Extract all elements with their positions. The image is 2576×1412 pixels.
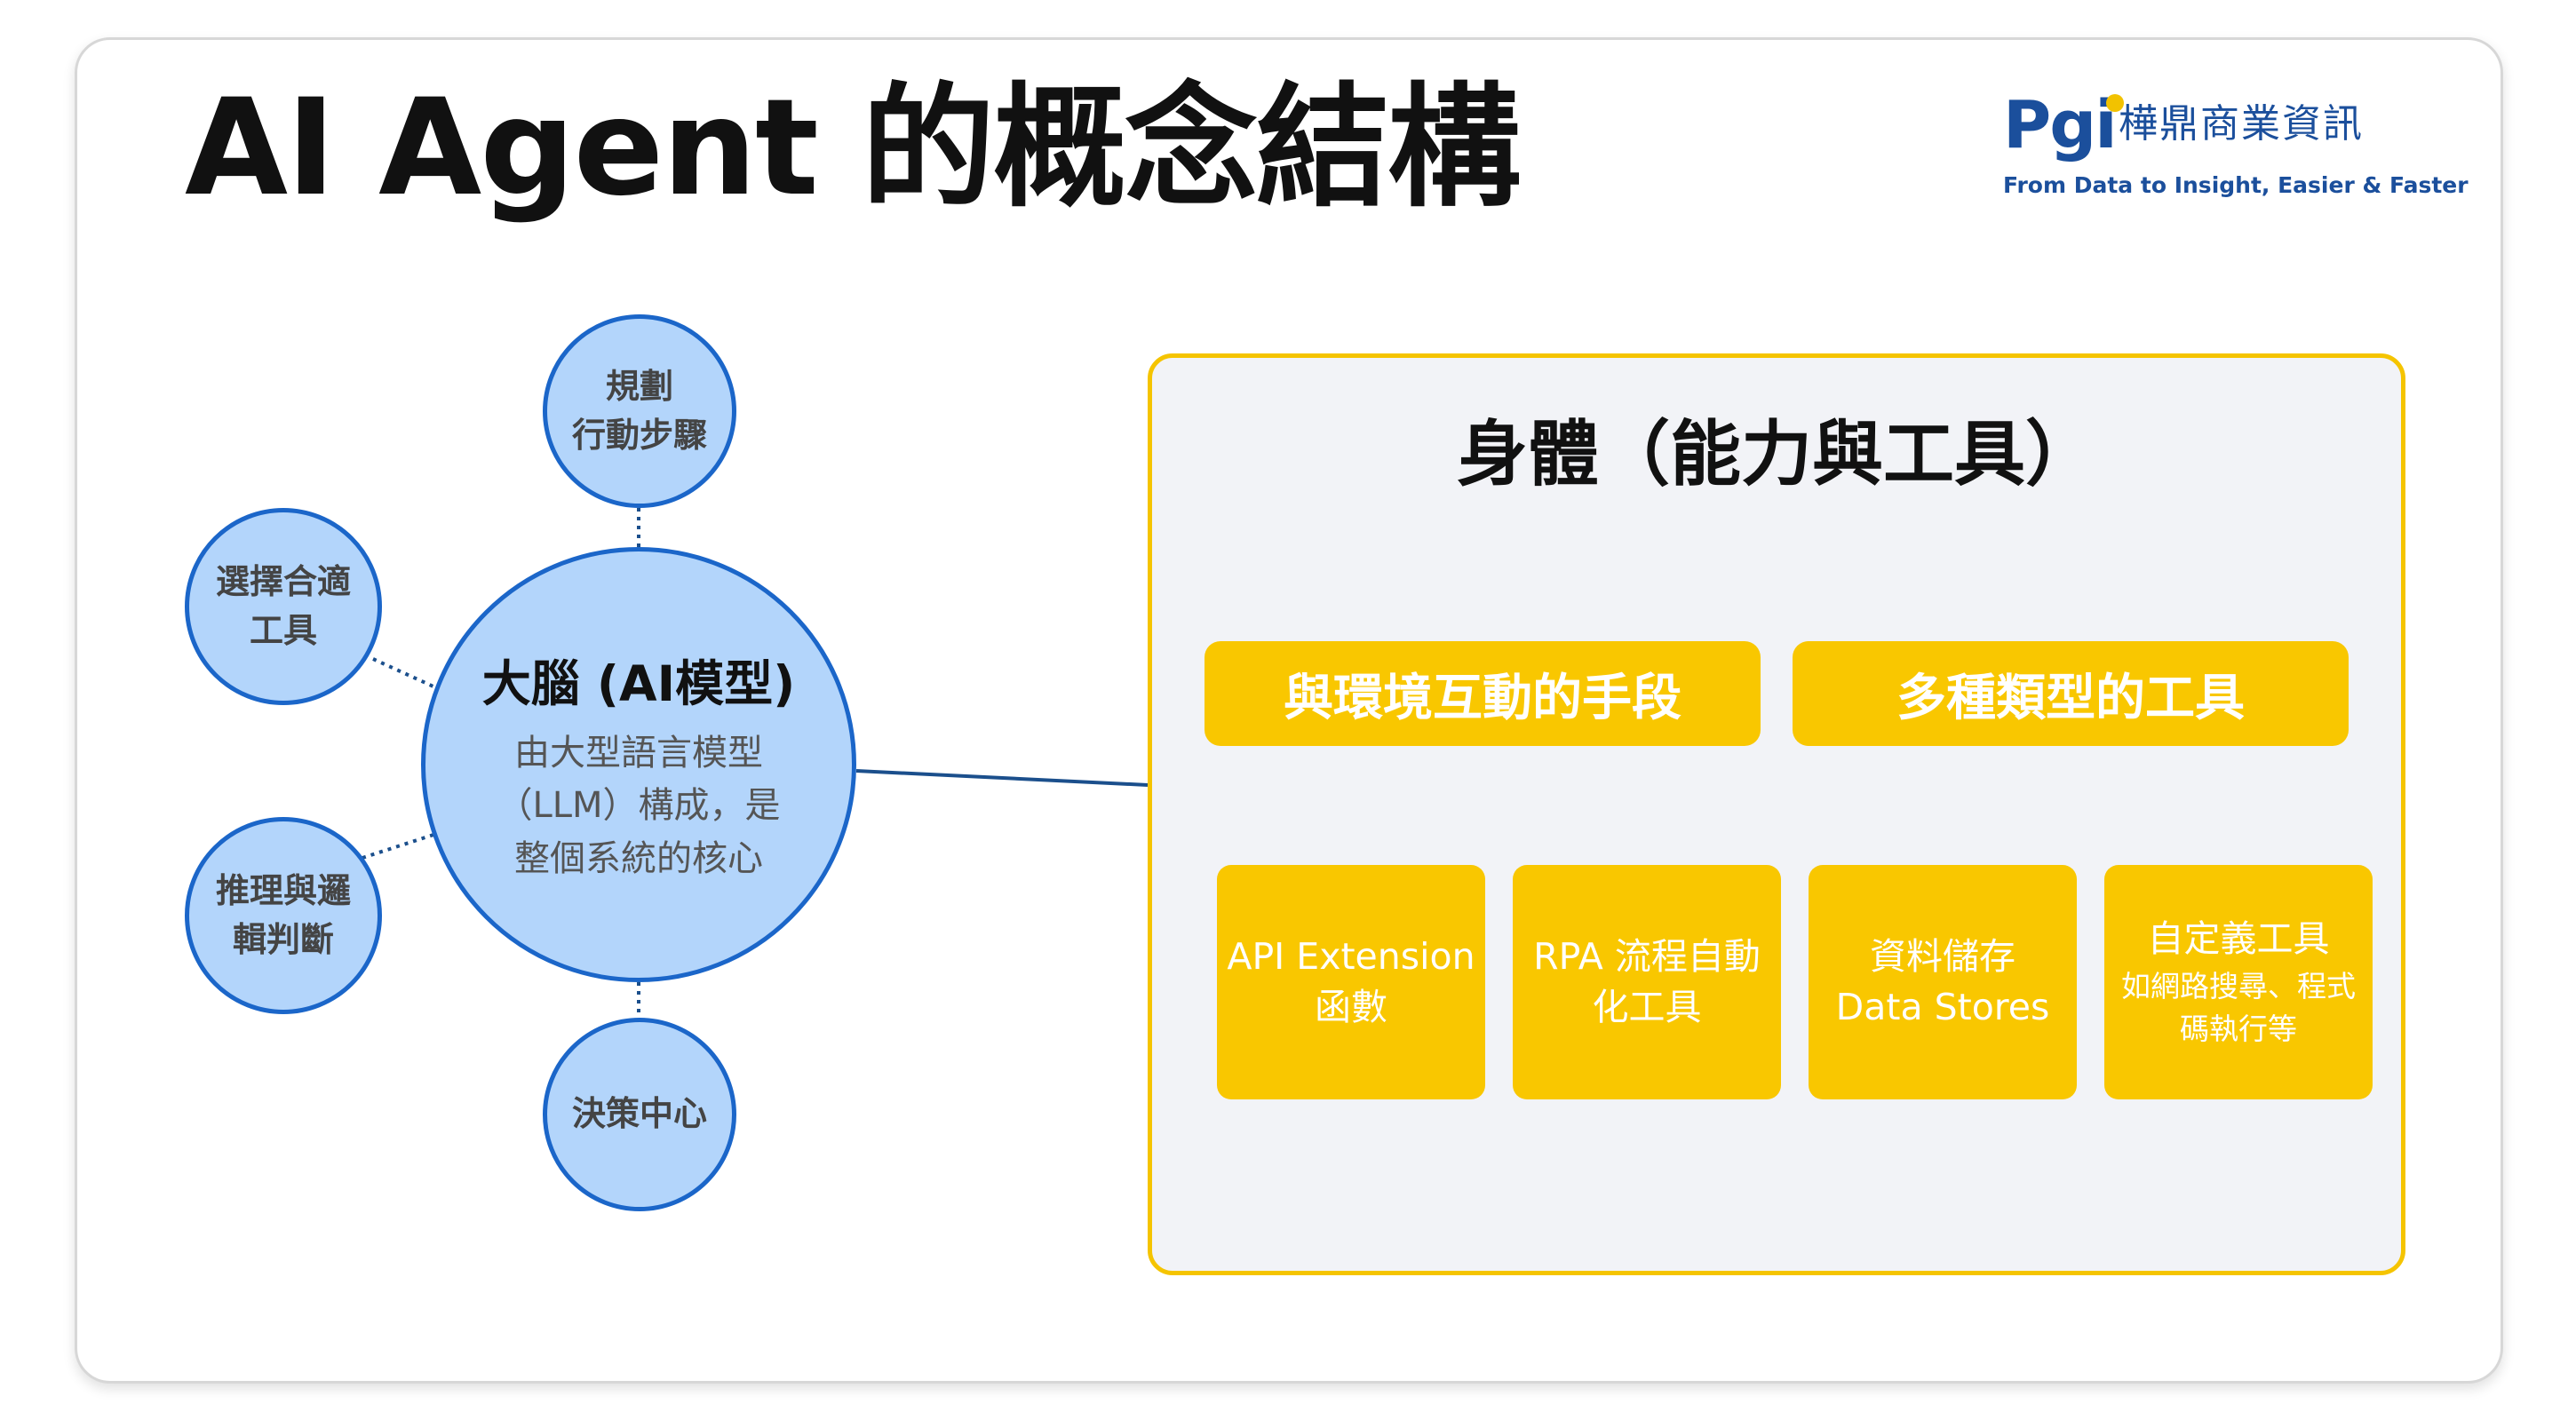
brain-title: 大腦 (AI模型) — [481, 655, 796, 713]
tool-custom: 自定義工具 如網路搜尋、程式 碼執行等 — [2104, 865, 2373, 1099]
reasoning-line-1: 推理與邏 — [215, 870, 351, 910]
body-panel — [1148, 353, 2405, 1275]
tool-api-extension: API Extension 函數 — [1217, 865, 1485, 1099]
brain-description: 由大型語言模型 （LLM）構成，是 整個系統的核心 — [497, 727, 780, 885]
page-title: AI Agent 的概念結構 — [185, 71, 1521, 226]
brain-node: 大腦 (AI模型) 由大型語言模型 （LLM）構成，是 整個系統的核心 — [421, 547, 856, 982]
company-logo: Pgi 樺鼎商業資訊 From Data to Insight, Easier … — [2003, 87, 2469, 208]
logo-name: 樺鼎商業資訊 — [2119, 101, 2364, 147]
planning-line-2: 行動步驟 — [571, 416, 707, 455]
decision-node: 決策中心 — [543, 1018, 736, 1211]
tool-selection-line-2: 工具 — [249, 611, 317, 650]
planning-line-1: 規劃 — [605, 366, 673, 406]
brain-desc-line-1: 由大型語言模型 — [514, 733, 763, 774]
tool-rpa-line-2: 化工具 — [1592, 986, 1702, 1028]
reasoning-node: 推理與邏 輯判斷 — [185, 817, 382, 1014]
tool-datastore-line-1: 資料儲存 — [1870, 934, 2015, 978]
reasoning-line-2: 輯判斷 — [232, 920, 334, 959]
tool-rpa-line-1: RPA 流程自動 — [1533, 934, 1761, 978]
tool-custom-sub-1: 如網路搜尋、程式 — [2121, 968, 2356, 1003]
group-tool-types: 多種類型的工具 — [1793, 641, 2349, 746]
body-title: 身體（能力與工具） — [1457, 413, 2096, 496]
planning-node: 規劃 行動步驟 — [543, 314, 736, 508]
link-brain-body — [855, 769, 1149, 787]
tool-custom-sub-2: 碼執行等 — [2180, 1011, 2297, 1046]
tool-api-line-2: 函數 — [1315, 986, 1387, 1028]
tool-datastore-line-2: Data Stores — [1835, 986, 2050, 1028]
tool-api-line-1: API Extension — [1227, 934, 1475, 978]
tool-rpa: RPA 流程自動 化工具 — [1513, 865, 1781, 1099]
tool-selection-node: 選擇合適 工具 — [185, 508, 382, 705]
link-reasoning — [362, 833, 434, 860]
group-environment-interaction: 與環境互動的手段 — [1205, 641, 1761, 746]
tool-custom-line-1: 自定義工具 — [2147, 917, 2330, 961]
logo-tagline: From Data to Insight, Easier & Faster — [2003, 172, 2469, 198]
brain-desc-line-3: 整個系統的核心 — [514, 837, 763, 879]
decision-line-1: 決策中心 — [571, 1094, 707, 1134]
link-tool-selection — [372, 657, 436, 689]
tool-data-stores: 資料儲存 Data Stores — [1809, 865, 2077, 1099]
tool-selection-line-1: 選擇合適 — [215, 561, 351, 601]
brain-desc-line-2: （LLM）構成，是 — [497, 785, 781, 827]
logo-dot — [2106, 94, 2124, 112]
logo-mark: Pgi — [2003, 87, 2118, 163]
